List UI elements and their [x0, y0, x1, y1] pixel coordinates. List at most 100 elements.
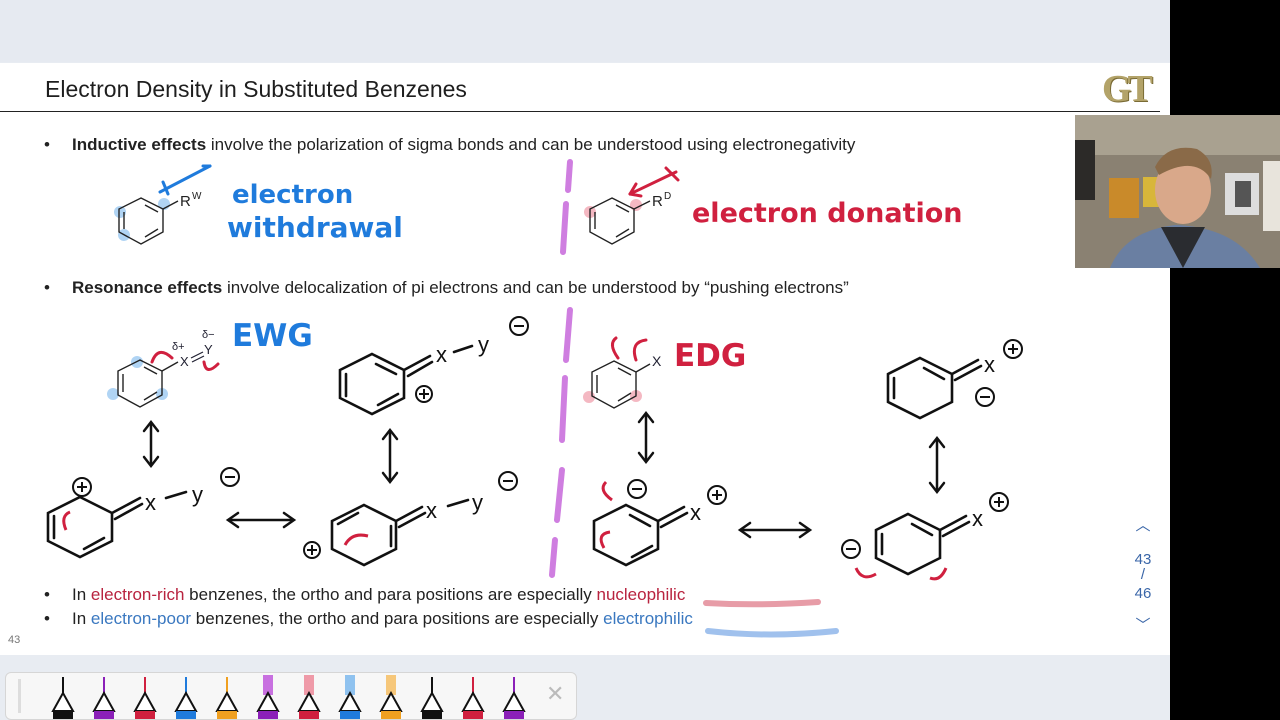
curved-arrow-icon — [601, 480, 613, 502]
withdrawal-label-1: electron — [232, 180, 353, 210]
rd-superscript: D — [664, 191, 671, 202]
ewg-x: X — [180, 354, 189, 369]
benzene-rw — [114, 197, 179, 245]
pen-set — [51, 675, 526, 719]
top-bar — [0, 0, 1170, 62]
edg-label: EDG — [674, 338, 746, 374]
charge-plus-icon — [72, 477, 92, 497]
pen-red[interactable] — [133, 677, 157, 719]
charge-minus-icon — [220, 467, 240, 487]
ewg-curved-arrows — [150, 350, 220, 371]
x-atom: x — [426, 498, 437, 523]
withdrawal-label-2: withdrawal — [227, 211, 403, 244]
highlighter-blue[interactable] — [338, 675, 362, 719]
x-atom: x — [145, 490, 156, 515]
rw-superscript: W — [192, 191, 202, 202]
x-atom: x — [690, 500, 701, 525]
bullet-text: benzenes, the ortho and para positions a… — [191, 609, 604, 628]
charge-plus-icon — [1003, 339, 1023, 359]
chevron-down-icon[interactable]: ﹀ — [1135, 617, 1151, 634]
edg-resonance-bottom-left — [592, 503, 689, 567]
highlighter-purple[interactable] — [256, 675, 280, 719]
bullet-keyword: nucleophilic — [596, 585, 686, 604]
rd-label: R — [652, 193, 663, 210]
curved-arrow-icon — [599, 530, 611, 549]
current-slide: 43 — [1134, 551, 1152, 568]
highlighter-pink[interactable] — [297, 675, 321, 719]
pen-purple[interactable] — [92, 677, 116, 719]
pen-purple-2[interactable] — [502, 677, 526, 719]
donate-arrow — [628, 166, 680, 198]
pen-black[interactable] — [51, 677, 75, 719]
bullet-inductive: Inductive effects involve the polarizati… — [72, 135, 855, 155]
bullet-text: benzenes, the ortho and para positions a… — [184, 585, 597, 604]
bullet-icon: • — [44, 585, 50, 604]
purple-divider — [549, 159, 573, 578]
bullet-colored-term: electron-rich — [90, 585, 185, 604]
charge-plus-icon — [989, 492, 1009, 512]
bullet-text: involve the polarization of sigma bonds … — [206, 135, 856, 154]
edg-curved-arrows — [611, 336, 648, 362]
edg-resonance-top-right — [886, 356, 983, 420]
nucleophilic-highlight — [703, 599, 821, 608]
slide: Electron Density in Substituted Benzenes… — [0, 63, 1170, 655]
pen-black-2[interactable] — [420, 677, 444, 719]
ewg-resonance-bottom-middle — [330, 498, 470, 567]
curved-arrow-icon — [854, 567, 877, 579]
charge-minus-icon — [975, 387, 995, 407]
bullet-icon: • — [44, 609, 50, 628]
bullet-electron-rich: In electron-rich benzenes, the ortho and… — [72, 585, 685, 605]
gt-logo: GT — [1102, 68, 1153, 110]
webcam-video — [1075, 115, 1280, 268]
edg-resonance-bottom-right — [874, 512, 971, 576]
delta-minus: δ− — [202, 329, 215, 341]
pen-orange[interactable] — [215, 677, 239, 719]
close-icon[interactable]: ✕ — [546, 681, 565, 706]
curved-arrow-icon — [929, 567, 948, 581]
ewg-benzene — [107, 356, 179, 408]
bullet-bold: Resonance effects — [72, 278, 223, 297]
bullet-bold: Inductive effects — [72, 135, 207, 154]
bullet-text: In — [72, 585, 91, 604]
charge-plus-icon — [707, 485, 727, 505]
ewg-y: Y — [204, 342, 213, 357]
x-atom: x — [972, 506, 983, 531]
bullet-text: In — [72, 609, 91, 628]
x-atom: x — [436, 342, 447, 367]
slide-number: 43 — [8, 634, 21, 646]
edg-x: X — [652, 353, 662, 369]
charge-minus-icon — [498, 471, 518, 491]
electrophilic-highlight — [705, 628, 839, 638]
bullet-keyword: electrophilic — [603, 609, 693, 628]
charge-plus-icon — [415, 385, 433, 403]
ewg-resonance-bottom-left — [46, 490, 188, 559]
bullet-text: involve delocalization of pi electrons a… — [222, 278, 849, 297]
ink-annotations: R W electron withdrawal R D electron don… — [46, 159, 1023, 638]
presenter-video-frame — [1075, 115, 1280, 268]
benzene-rd — [584, 197, 651, 245]
charge-minus-icon — [841, 539, 861, 559]
pen-blue[interactable] — [174, 677, 198, 719]
donation-label: electron donation — [692, 198, 963, 229]
bullet-icon: • — [44, 278, 50, 297]
withdraw-arrow — [158, 164, 212, 196]
page-title: Electron Density in Substituted Benzenes — [45, 76, 467, 102]
y-atom: y — [472, 490, 483, 515]
charge-plus-icon — [303, 541, 321, 559]
x-atom: x — [984, 352, 995, 377]
pen-red-2[interactable] — [461, 677, 485, 719]
pen-toolbar: ✕ — [5, 672, 577, 720]
y-atom: y — [478, 332, 489, 357]
highlighter-yellow[interactable] — [379, 675, 403, 719]
curved-arrow-icon — [62, 510, 71, 531]
chevron-up-icon[interactable]: ︿ — [1135, 517, 1151, 534]
rw-label: R — [180, 193, 191, 210]
title-divider — [0, 111, 1160, 112]
y-atom: y — [192, 482, 203, 507]
bullet-icon: • — [44, 135, 50, 154]
charge-minus-icon — [509, 316, 529, 336]
toolbar-handle[interactable] — [18, 679, 21, 713]
total-slides: 46 — [1134, 585, 1152, 602]
bullet-electron-poor: In electron-poor benzenes, the ortho and… — [72, 609, 693, 629]
bullet-resonance: Resonance effects involve delocalization… — [72, 278, 849, 298]
